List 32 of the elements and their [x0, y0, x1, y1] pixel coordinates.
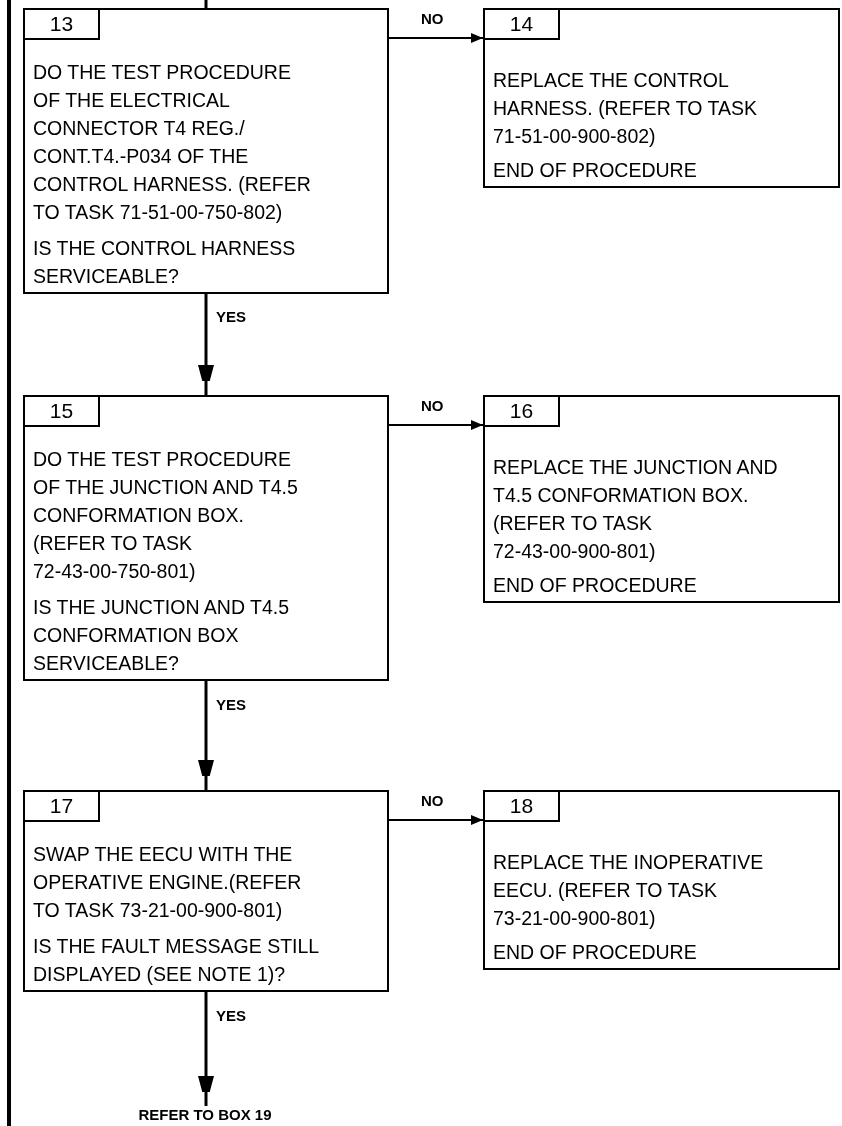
step-number: 15 [25, 397, 100, 427]
question-text: IS THE FAULT MESSAGE STILL DISPLAYED (SEE NOTE 1)? [33, 934, 320, 987]
step-number: 16 [485, 397, 560, 427]
step-number: 14 [485, 10, 560, 40]
arrow [198, 992, 214, 1106]
question-text: IS THE JUNCTION AND T4.5 CONFORMATION BOX SERVICEABLE? [33, 595, 291, 676]
step-number: 17 [25, 792, 100, 822]
instruction-text: REPLACE THE JUNCTION AND T4.5 CONFORMATION BOX. (REFER TO TASK 72-43-00-900-801) [493, 455, 779, 564]
arrow [388, 420, 484, 430]
end-text: END OF PROCEDURE [493, 940, 698, 965]
arrow [198, 294, 214, 395]
instruction-text: DO THE TEST PROCEDURE OF THE ELECTRICAL CONNECTOR T4 REG./ CONT.T4.-P034 OF THE CONTROL HARNESS. (REFER TO TASK 71-51-00-750-802) [33, 60, 312, 225]
arrow [388, 815, 484, 825]
end-text: END OF PROCEDURE [493, 158, 698, 183]
action-box [483, 8, 840, 188]
question-text: IS THE CONTROL HARNESS SERVICEABLE? [33, 236, 297, 289]
instruction-text: SWAP THE EECU WITH THE OPERATIVE ENGINE.(REFER TO TASK 73-21-00-900-801) [33, 842, 303, 923]
instruction-text: REPLACE THE INOPERATIVE EECU. (REFER TO TASK 73-21-00-900-801) [493, 850, 765, 931]
step-number: 18 [485, 792, 560, 822]
step-number: 13 [25, 10, 100, 40]
decision-box [23, 8, 389, 294]
decision-box [23, 395, 389, 681]
arrow [198, 681, 214, 790]
decision-box [23, 790, 389, 992]
end-text: END OF PROCEDURE [493, 573, 698, 598]
connector-line [204, 0, 208, 8]
action-box [483, 395, 840, 603]
action-box [483, 790, 840, 970]
arrow [388, 33, 484, 43]
instruction-text: DO THE TEST PROCEDURE OF THE JUNCTION AND T4.5 CONFORMATION BOX. (REFER TO TASK 72-43-00-750-801) [33, 447, 299, 584]
instruction-text: REPLACE THE CONTROL HARNESS. (REFER TO TASK 71-51-00-900-802) [493, 68, 759, 149]
reference-text: REFER TO BOX 19 [110, 1106, 300, 1123]
